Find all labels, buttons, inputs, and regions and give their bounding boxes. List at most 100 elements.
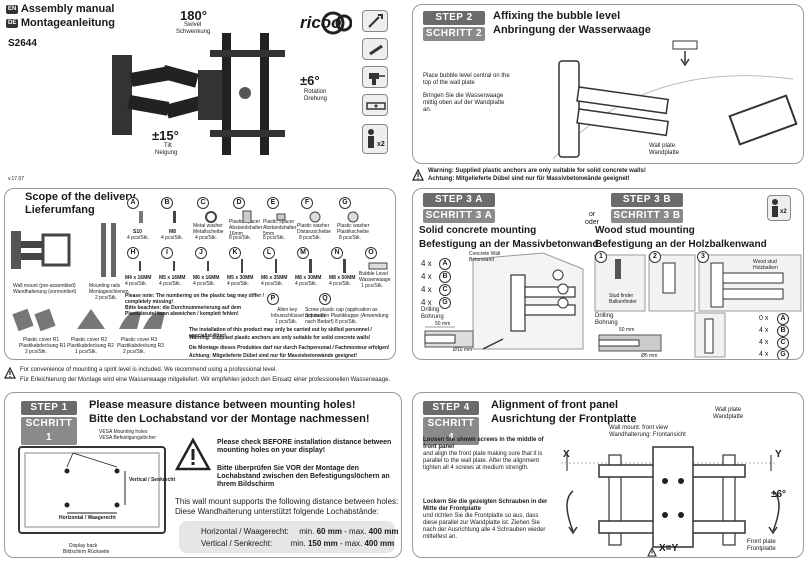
vert-label: Vertical / Senkrecht: — [201, 539, 273, 548]
step2-warning-de: Achtung: Mitgelieferte Dübel sind nur fü… — [428, 176, 630, 182]
horiz-min: min. — [299, 527, 315, 536]
part-l-qty: 4 pcs/Stk. — [261, 281, 283, 287]
step4-badge-de: SCHRITT 4 — [423, 417, 479, 445]
vert-max-val: 400 mm — [364, 539, 395, 548]
title-de: Montageanleitung — [20, 17, 115, 29]
parts-row-1: A S10 4 pcs/Stk. B M8 4 pcs/Stk. C Metal… — [125, 197, 393, 245]
step3b-num-1: 1 — [595, 251, 607, 263]
part-p-en: Allen key — [277, 307, 298, 313]
step3a-qty-c: 4 x — [421, 285, 432, 294]
check-before-de: Bitte überprüfen Sie VOR der Montage den… — [217, 465, 390, 488]
part-a-qty: 4 pcs/Stk. — [127, 235, 149, 241]
step2-panel: STEP 2 SCHRITT 2 Affixing the bubble lev… — [412, 4, 804, 164]
supports-de: Diese Wandhalterung unterstützt folgende… — [175, 507, 379, 516]
tilt-de: Neigung — [155, 150, 178, 156]
step3b-badge-en: STEP 3 B — [611, 193, 683, 207]
step3-panel: STEP 3 A SCHRITT 3 A Solid concrete moun… — [412, 188, 804, 360]
step3a-badge-de: SCHRITT 3 A — [423, 209, 495, 223]
part-i-circle: I — [161, 247, 173, 259]
step3a-badge-en: STEP 3 A — [423, 193, 495, 207]
step4-title-de: Ausrichtung der Frontplatte — [491, 413, 637, 425]
step1-title-de: Bitte den Lochabstand vor der Montage na… — [89, 413, 370, 425]
tilt-en: Tilt — [164, 143, 172, 149]
part-k-circle: K — [229, 247, 241, 259]
vertical-distance: Vertical / Senkrecht: min. 150 mm - max.… — [201, 539, 394, 548]
drill-icon — [362, 66, 388, 88]
step3b-screw-diagram — [691, 311, 801, 359]
horiz-max-val: 400 mm — [368, 527, 399, 536]
display-back-en: Display back — [69, 543, 98, 549]
part-m-name: M8 x 30MM — [295, 275, 322, 281]
level-note-de: Für Erleichterung der Montage wird eine … — [20, 377, 391, 383]
tilt-degrees: ±15° — [152, 128, 179, 143]
level-tool-icon — [362, 94, 388, 116]
swivel-de: Schwenkung — [176, 29, 211, 35]
product-illustration — [110, 25, 300, 155]
y-label: Y — [775, 449, 782, 460]
vert-max: - max. — [340, 539, 363, 548]
step3b-people-count: x2 — [780, 209, 787, 215]
lang-en-tag: EN — [6, 5, 19, 15]
step3b-badge-de: SCHRITT 3 B — [611, 209, 683, 223]
step4-text1-de-bold: Lockern Sie die gezeigten Schrauben in d… — [423, 499, 548, 512]
step3b-drill-de: Bohrung — [595, 320, 618, 326]
check-before-en: Please check BEFORE installation distanc… — [217, 439, 392, 454]
cover-r2-image — [71, 305, 111, 333]
part-e-name: Plastic spacer Abstandshalter 5mm — [263, 219, 297, 237]
install-warning-en: The installation of this product may onl… — [189, 327, 372, 339]
version-label: v.17.07 — [8, 176, 25, 182]
step3a-part-a: A — [439, 258, 451, 270]
rails-qty: 2 pcs/Stk. — [95, 295, 117, 301]
part-f-qty: 8 pcs/Stk. — [299, 235, 321, 241]
brand-text: ricoo — [300, 13, 342, 32]
part-o-qty: 1 pcs/Stk. — [361, 283, 383, 289]
part-e-qty: 8 pcs/Stk. — [263, 235, 285, 241]
step3b-drill-diagram — [595, 329, 665, 355]
part-c-circle: C — [197, 197, 209, 209]
part-j-circle: J — [195, 247, 207, 259]
front-view-en: Wall mount: front view — [609, 425, 668, 431]
rotation-en: Rotation — [304, 89, 327, 95]
step3b-num-3: 3 — [697, 251, 709, 263]
step3a-title-en: Solid concrete mounting — [419, 225, 537, 236]
scope-title-de: Lieferumfang — [25, 204, 95, 216]
part-k-name: M5 x 30MM — [227, 275, 254, 281]
front-panel-diagram — [553, 441, 793, 553]
step3a-drill-de: Bohrung — [421, 314, 444, 320]
anchors-warning-en: Warning: Supplied plastic anchors are on… — [189, 335, 371, 341]
step3b-title-en: Wood stud mounting — [595, 225, 695, 236]
step3b-diameter: Ø5 mm — [641, 353, 658, 359]
step3a-qty-a: 4 x — [421, 259, 432, 268]
rotation-de: Drehung — [304, 96, 328, 102]
step3b-part-b: B — [777, 325, 789, 337]
part-a-name: S10 — [133, 229, 142, 235]
part-m-qty: 4 pcs/Stk. — [295, 281, 317, 287]
stud-finder-label: Stud finder Balkenfinder — [609, 293, 637, 305]
cover-r1-en: Plastic cover R1 — [23, 337, 60, 343]
wall-mount-de: Wandhalterung (vormontiert) — [13, 289, 77, 295]
step3a-part-c: C — [439, 284, 451, 296]
wall-mount-en: Wall mount (pre-assembled) — [13, 283, 76, 289]
part-q-qty: 8 pcs/Stk. — [335, 319, 357, 325]
step3a-part-g: G — [439, 297, 451, 309]
part-d-circle: D — [233, 197, 245, 209]
part-g-circle: G — [339, 197, 351, 209]
horiz-max: - max. — [344, 527, 367, 536]
concrete-mounting-diagram — [463, 249, 593, 359]
part-n-name: M8 x 50MM — [329, 275, 356, 281]
step2-badge-en: STEP 2 — [423, 11, 485, 25]
vertical-label: Vertical / Senkrecht — [129, 477, 176, 483]
step3b-title-de: Befestigung an der Holzbalkenwand — [595, 239, 767, 250]
step3b-depth: 50 mm — [619, 327, 635, 333]
step3a-depth: 50 mm — [435, 321, 451, 327]
step3b-qty-g: 4 x — [759, 351, 769, 358]
part-b-circle: B — [161, 197, 173, 209]
horizontal-distance: Horizontal / Waagerecht: min. 60 mm - ma… — [201, 527, 398, 536]
step2-text-en: Place bubble level central on the top of… — [423, 73, 510, 86]
two-people-icon: x2 — [362, 124, 388, 154]
part-a-circle: A — [127, 197, 139, 209]
concrete-wall-label: Concrete Wall Betonwand — [469, 251, 501, 263]
x-equals-y-label: X=Y — [659, 543, 679, 554]
vert-min: min. — [290, 539, 306, 548]
part-p-circle: P — [267, 293, 279, 305]
